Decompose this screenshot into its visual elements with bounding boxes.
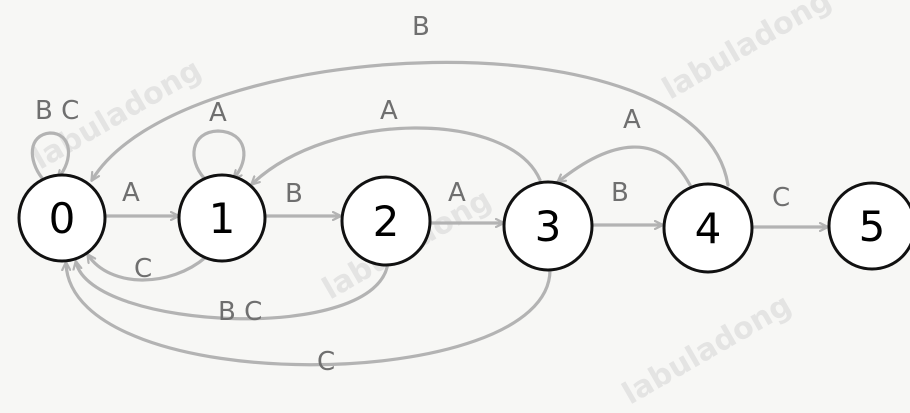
state-1-circle	[177, 173, 267, 263]
label-0-0: B C	[35, 96, 79, 126]
label-1-1: A	[209, 98, 227, 128]
edge-3-0	[66, 263, 552, 367]
state-5: 5	[827, 181, 910, 271]
state-2: 2	[340, 175, 432, 267]
state-4-label: 4	[695, 204, 722, 253]
edge-1-1	[192, 129, 246, 178]
state-1: 1	[177, 173, 267, 263]
label-2-3: A	[448, 178, 466, 208]
state-0-circle	[17, 173, 107, 263]
edge-0-0	[30, 131, 71, 178]
label-2-0: B C	[218, 297, 262, 327]
edges	[30, 60, 827, 367]
state-5-circle	[827, 181, 910, 271]
edge-4-0	[92, 60, 730, 187]
edge-2-0	[76, 262, 390, 321]
edge-3-1	[252, 126, 542, 184]
state-4: 4	[662, 182, 754, 274]
label-1-2: B	[285, 179, 303, 209]
state-3: 3	[502, 180, 594, 272]
edge-1-0	[88, 255, 208, 282]
state-4-circle	[662, 182, 754, 274]
watermark-4: labuladong	[617, 287, 798, 412]
label-4-0: B	[412, 12, 430, 42]
edge-4-3	[558, 145, 692, 187]
state-0: 0	[17, 173, 107, 263]
label-3-0: C	[317, 347, 335, 377]
state-2-circle	[340, 175, 432, 267]
state-0-label: 0	[49, 194, 76, 243]
label-1-0: C	[134, 254, 152, 284]
state-3-label: 3	[535, 202, 562, 251]
state-2-label: 2	[373, 197, 400, 246]
state-3-circle	[502, 180, 594, 272]
label-3-4: B	[611, 178, 629, 208]
state-5-label: 5	[859, 202, 886, 251]
watermark-2: labuladong	[657, 0, 838, 107]
label-3-1: A	[380, 96, 398, 126]
edge-labels: B C A A B A B C C B C C A A B	[35, 12, 790, 377]
state-1-label: 1	[209, 194, 236, 243]
label-4-3: A	[623, 105, 641, 135]
label-4-5: C	[772, 183, 790, 213]
label-0-1: A	[122, 178, 140, 208]
states: 0 1 2 3 4 5	[17, 173, 910, 274]
